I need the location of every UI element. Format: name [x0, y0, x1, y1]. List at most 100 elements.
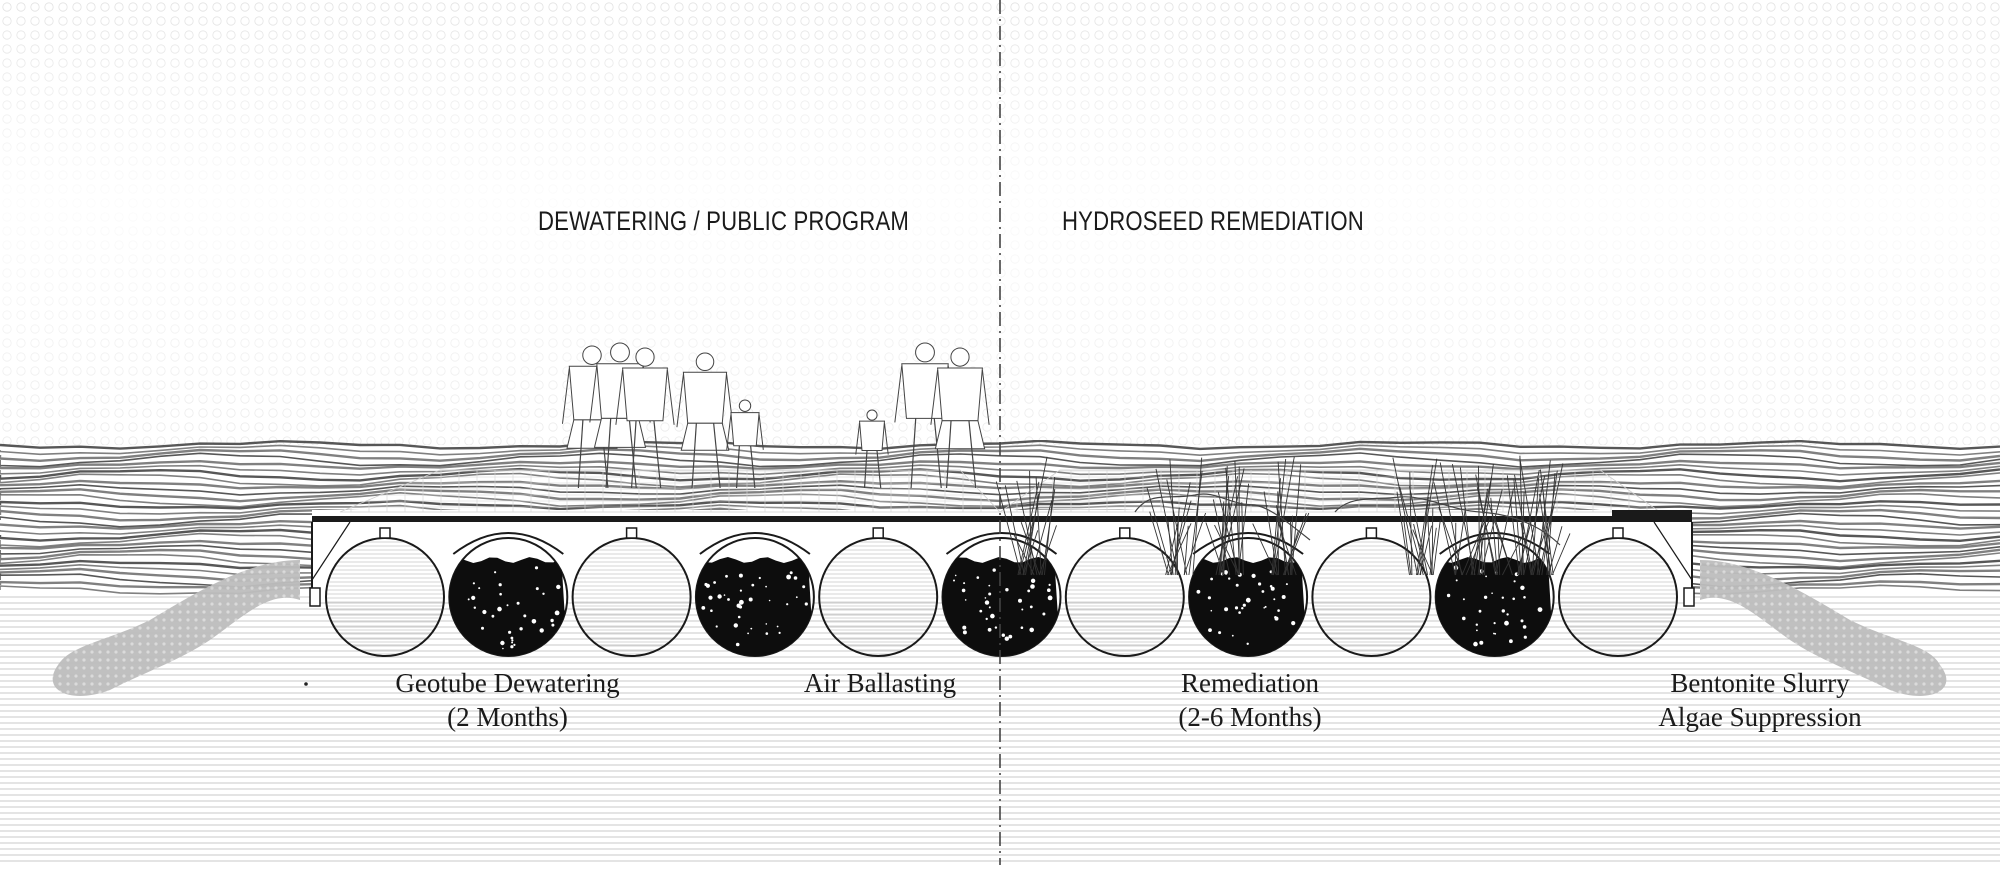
- sediment-speck: [979, 610, 982, 613]
- sediment-speck: [1232, 635, 1234, 637]
- sediment-speck: [727, 598, 730, 601]
- sediment-speck: [535, 566, 538, 569]
- sediment-speck: [734, 623, 738, 627]
- sediment-speck: [1029, 628, 1034, 633]
- sediment-speck: [1243, 604, 1246, 607]
- sediment-speck: [736, 643, 740, 647]
- person-skirt: [935, 421, 984, 449]
- heading-hydroseed: HYDROSEED REMEDIATION: [1062, 206, 1364, 237]
- sediment-speck: [1018, 599, 1022, 603]
- sediment-speck: [1282, 595, 1286, 599]
- sediment-speck: [1218, 631, 1221, 634]
- tube-valve: [1366, 528, 1376, 538]
- cleat-right: [1684, 588, 1694, 606]
- sediment-speck: [1524, 636, 1527, 639]
- sediment-speck: [977, 576, 980, 579]
- sediment-speck: [502, 648, 504, 650]
- sediment-speck: [1263, 607, 1265, 609]
- grass-blade: [1455, 523, 1456, 575]
- sediment-speck: [1277, 609, 1280, 612]
- sediment-speck: [805, 602, 808, 605]
- sediment-speck: [993, 568, 996, 571]
- sediment-speck: [739, 574, 743, 578]
- person-torso: [731, 413, 759, 446]
- sediment-speck: [1514, 580, 1516, 582]
- sediment-speck: [1484, 596, 1487, 599]
- sediment-speck: [1504, 621, 1509, 626]
- sediment-speck: [1246, 598, 1251, 603]
- sediment-speck: [769, 600, 771, 602]
- sediment-speck: [1502, 597, 1504, 599]
- sediment-speck: [1476, 624, 1478, 626]
- sediment-speck: [1463, 598, 1465, 600]
- sediment-speck: [555, 611, 560, 616]
- tube-body: [1312, 538, 1430, 656]
- sediment-speck: [1509, 639, 1513, 643]
- sediment-speck: [786, 575, 791, 580]
- sediment-speck: [1021, 609, 1023, 611]
- sediment-speck: [523, 614, 526, 617]
- sediment-speck: [494, 571, 496, 573]
- sediment-speck: [724, 594, 726, 596]
- sediment-speck: [1258, 582, 1261, 585]
- sediment-speck: [510, 645, 513, 648]
- sky-fade: [0, 0, 2000, 445]
- sediment-speck: [1479, 610, 1482, 613]
- sediment-speck: [701, 606, 705, 610]
- sediment-speck: [716, 625, 718, 627]
- tube-valve: [627, 528, 637, 538]
- sediment-speck: [766, 632, 769, 635]
- tube-valve: [873, 528, 883, 538]
- sediment-speck: [1512, 598, 1515, 601]
- tube-valve: [1120, 528, 1130, 538]
- cleat-left: [310, 588, 320, 606]
- person-head: [636, 348, 654, 366]
- sediment-speck: [739, 600, 744, 605]
- sediment-speck: [962, 589, 966, 593]
- sediment-speck: [1031, 579, 1035, 583]
- sediment-speck: [519, 627, 522, 630]
- sediment-speck: [1273, 598, 1275, 600]
- sediment-speck: [482, 610, 486, 614]
- person-head: [739, 400, 750, 411]
- sediment-speck: [1286, 583, 1288, 585]
- sediment-speck: [497, 607, 502, 612]
- sediment-speck: [1247, 643, 1249, 645]
- sediment-speck: [1224, 607, 1228, 611]
- sediment-speck: [1291, 621, 1295, 625]
- sediment-speck: [985, 600, 989, 604]
- sediment-speck: [1197, 590, 1201, 594]
- sediment-speck: [1241, 607, 1243, 609]
- sediment-speck: [1447, 594, 1450, 597]
- person-head: [696, 353, 714, 371]
- sediment-speck: [1210, 578, 1213, 581]
- sediment-speck: [1005, 637, 1009, 641]
- sediment-speck: [1502, 609, 1505, 612]
- sediment-speck: [988, 628, 992, 632]
- tube-body: [1559, 538, 1677, 656]
- sediment-speck: [532, 619, 537, 624]
- sediment-speck: [1491, 592, 1493, 594]
- sediment-speck: [704, 583, 707, 586]
- sediment-speck: [749, 598, 753, 602]
- sediment-speck: [802, 585, 805, 588]
- geotube-row: [326, 528, 1677, 656]
- sediment-speck: [1252, 574, 1256, 578]
- sediment-speck: [1208, 596, 1211, 599]
- sediment-speck: [542, 593, 544, 595]
- deck-surface: [340, 470, 1000, 512]
- tube-valve: [380, 528, 390, 538]
- sediment-speck: [1523, 625, 1527, 629]
- person-head: [611, 343, 630, 362]
- sediment-speck: [517, 602, 520, 605]
- sediment-speck: [550, 619, 553, 622]
- sediment-speck: [1494, 622, 1496, 624]
- caption-geotube-line2: (2 Months): [360, 700, 655, 734]
- caption-geotube-line1: Geotube Dewatering: [360, 666, 655, 700]
- person-torso: [938, 368, 983, 421]
- planting-bed: [1000, 470, 1660, 512]
- caption-bentonite: Bentonite Slurry Algae Suppression: [1630, 666, 1890, 734]
- sediment-speck: [1473, 642, 1478, 647]
- sediment-speck: [1049, 584, 1051, 586]
